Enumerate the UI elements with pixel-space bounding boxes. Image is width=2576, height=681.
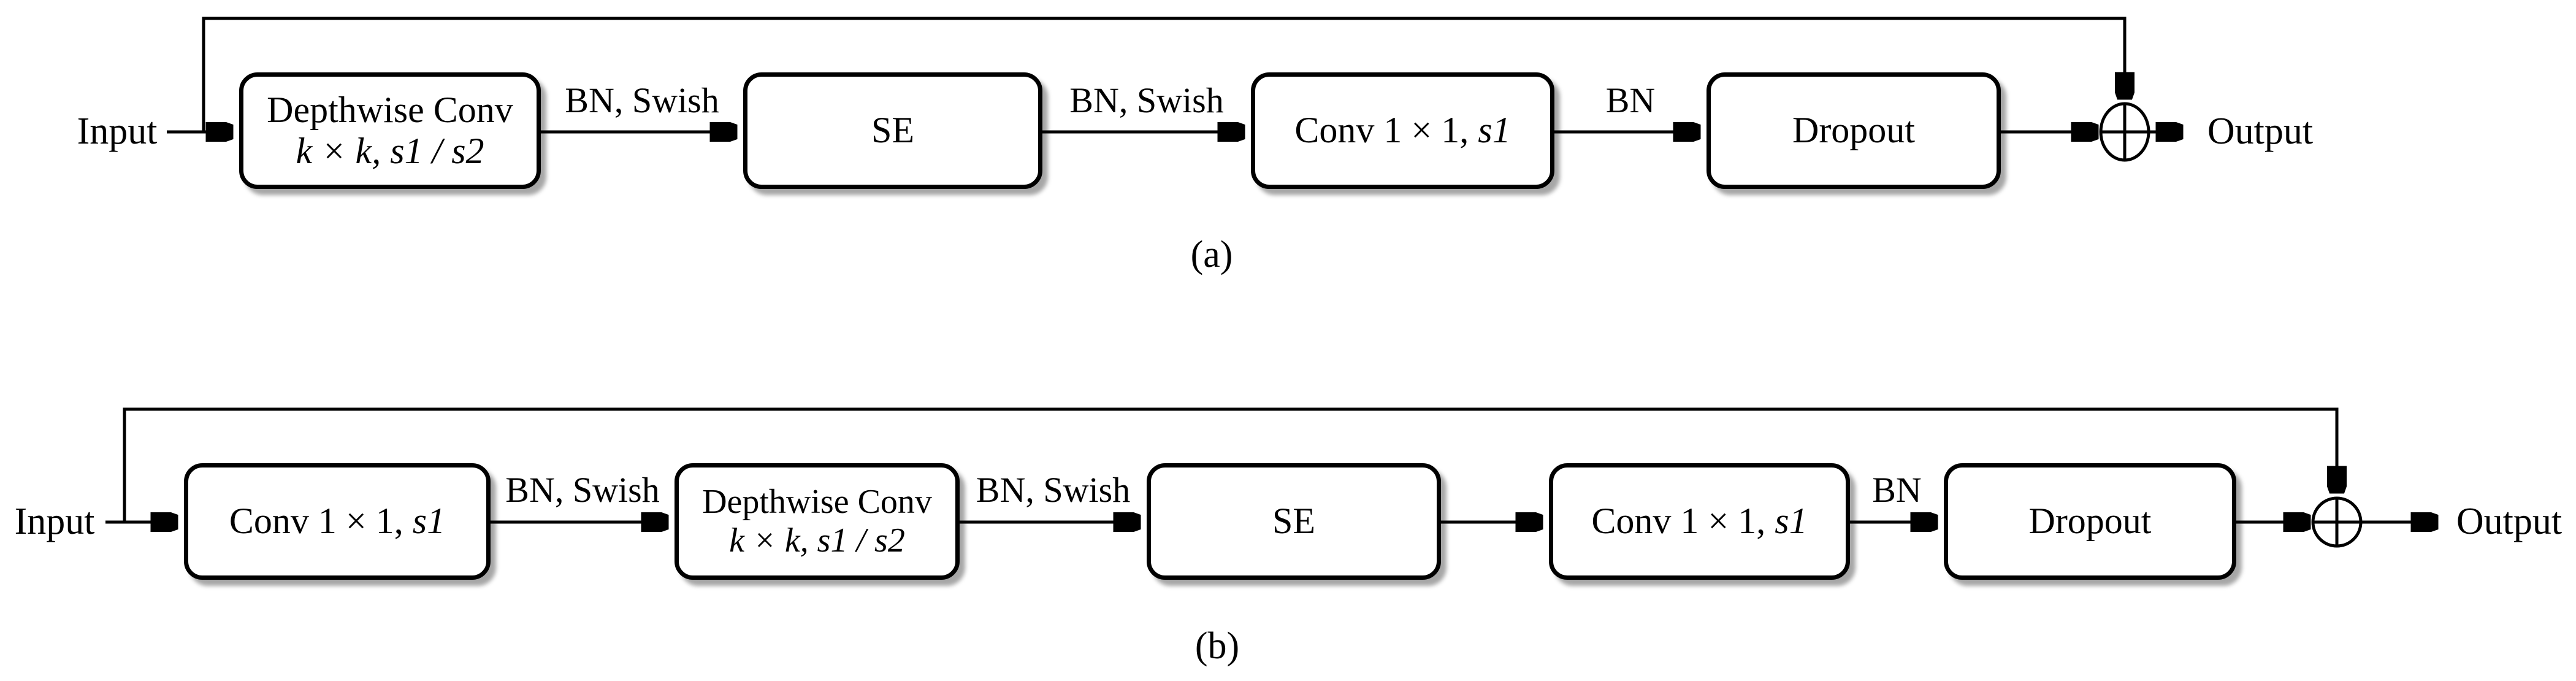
a-conv-title-stride: s1 bbox=[1478, 110, 1511, 151]
a-edge-label-bn: BN bbox=[1605, 80, 1656, 120]
b-depthwise-subtitle: k × k, s1 / s2 bbox=[729, 521, 905, 560]
a-input-label: Input bbox=[77, 110, 158, 152]
b-se-title: SE bbox=[1272, 501, 1316, 542]
a-block-dropout: Dropout bbox=[1707, 72, 2001, 189]
b-depthwise-title: Depthwise Conv bbox=[702, 483, 932, 521]
b-block-se: SE bbox=[1147, 463, 1441, 580]
a-edge-label-bn-swish-1: BN, Swish bbox=[565, 80, 719, 120]
a-block-se: SE bbox=[743, 72, 1042, 189]
b-block-conv-1x1-expand: Conv 1 × 1, s1 bbox=[184, 463, 491, 580]
b-conv-project-title-main: Conv 1 × 1, bbox=[1591, 501, 1775, 542]
a-skip-connection-line bbox=[202, 17, 2125, 132]
a-edge-label-bn-swish-2: BN, Swish bbox=[1069, 80, 1224, 120]
b-block-conv-1x1-project: Conv 1 × 1, s1 bbox=[1549, 463, 1850, 580]
b-skip-connection-line bbox=[123, 407, 2337, 522]
b-conv-expand-title-main: Conv 1 × 1, bbox=[229, 501, 413, 542]
b-edge-label-bn-swish-2: BN, Swish bbox=[976, 470, 1131, 510]
b-block-dropout: Dropout bbox=[1944, 463, 2236, 580]
b-conv-project-title-stride: s1 bbox=[1775, 501, 1808, 542]
diagram-b-connectors bbox=[105, 407, 2436, 548]
b-conv-expand-title-stride: s1 bbox=[412, 501, 446, 542]
a-depthwise-subtitle: k × k, s1 / s2 bbox=[296, 131, 484, 171]
a-block-depthwise-conv: Depthwise Conv k × k, s1 / s2 bbox=[239, 72, 541, 189]
b-input-label: Input bbox=[14, 501, 95, 542]
a-se-title: SE bbox=[871, 110, 915, 151]
a-conv-title-main: Conv 1 × 1, bbox=[1294, 110, 1478, 151]
a-depthwise-title: Depthwise Conv bbox=[267, 89, 513, 130]
b-block-depthwise-conv: Depthwise Conv k × k, s1 / s2 bbox=[675, 463, 960, 580]
a-conv-title: Conv 1 × 1, s1 bbox=[1294, 110, 1510, 151]
b-edge-label-bn-swish-1: BN, Swish bbox=[505, 470, 660, 510]
b-conv-project-title: Conv 1 × 1, s1 bbox=[1591, 501, 1807, 542]
b-caption: (b) bbox=[1194, 625, 1240, 667]
a-block-conv-1x1: Conv 1 × 1, s1 bbox=[1251, 72, 1554, 189]
b-output-label: Output bbox=[2456, 501, 2563, 542]
diagram-a-connectors bbox=[167, 17, 2180, 162]
a-caption: (a) bbox=[1190, 234, 1233, 275]
b-conv-expand-title: Conv 1 × 1, s1 bbox=[229, 501, 445, 542]
b-dropout-title: Dropout bbox=[2028, 501, 2152, 542]
a-dropout-title: Dropout bbox=[1792, 110, 1915, 151]
b-edge-label-bn: BN bbox=[1872, 470, 1922, 510]
a-output-label: Output bbox=[2207, 110, 2314, 152]
